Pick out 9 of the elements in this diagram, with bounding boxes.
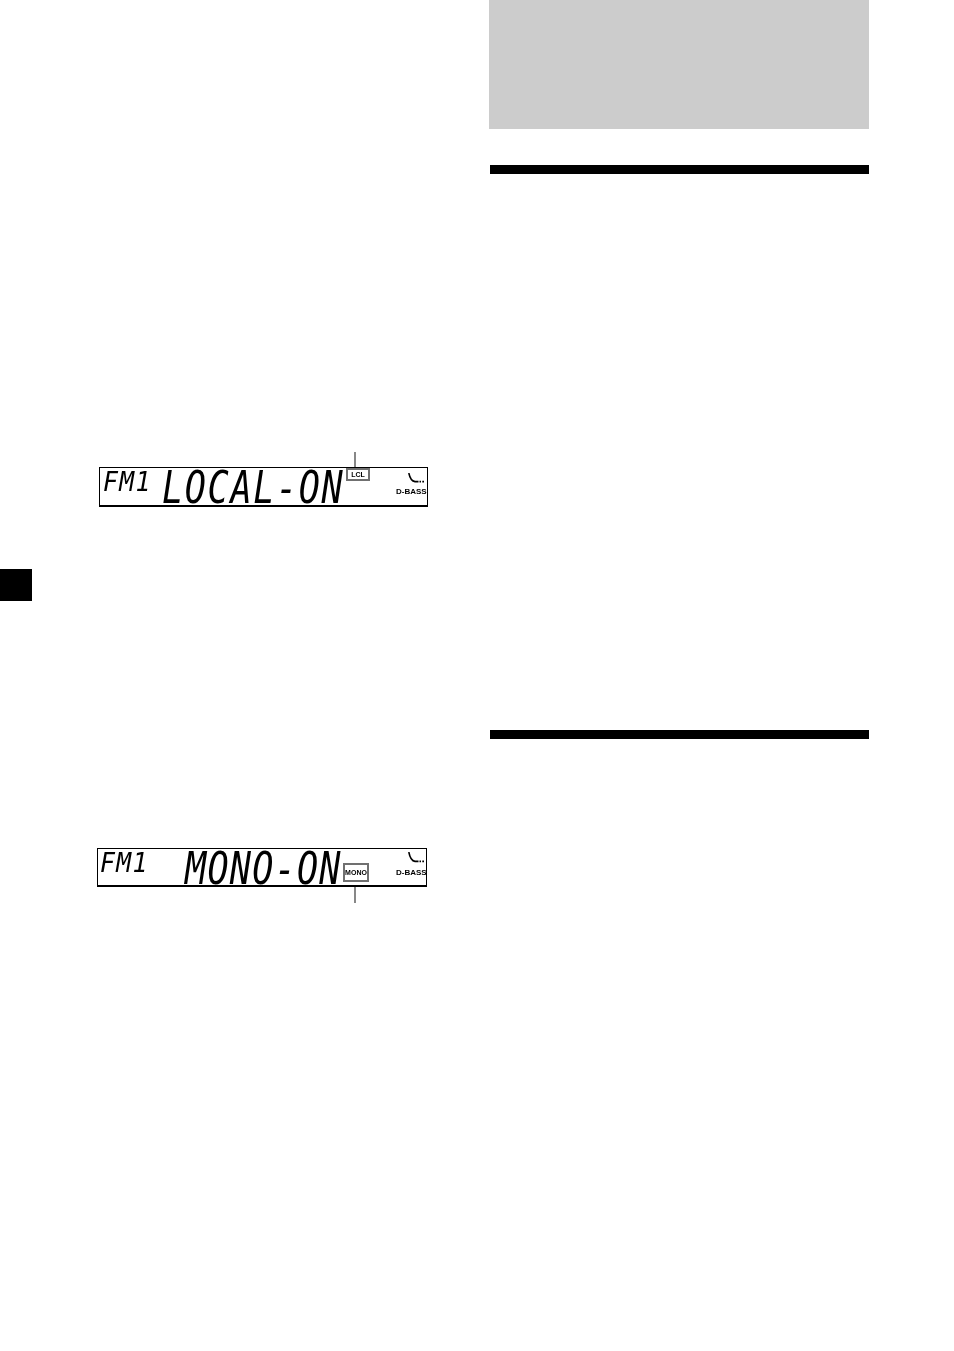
bass-mode-label: D-BASS (396, 488, 427, 496)
lcd-display (97, 848, 427, 887)
lcd-display (99, 467, 428, 507)
band-readout: FM1 (100, 852, 149, 874)
band-readout: FM1 (103, 471, 152, 493)
lcd-message: LOCAL-ON (162, 470, 345, 505)
bass-mode-label: D-BASS (396, 869, 427, 877)
leader-line (354, 451, 356, 469)
lcd-message: MONO-ON (185, 851, 342, 886)
